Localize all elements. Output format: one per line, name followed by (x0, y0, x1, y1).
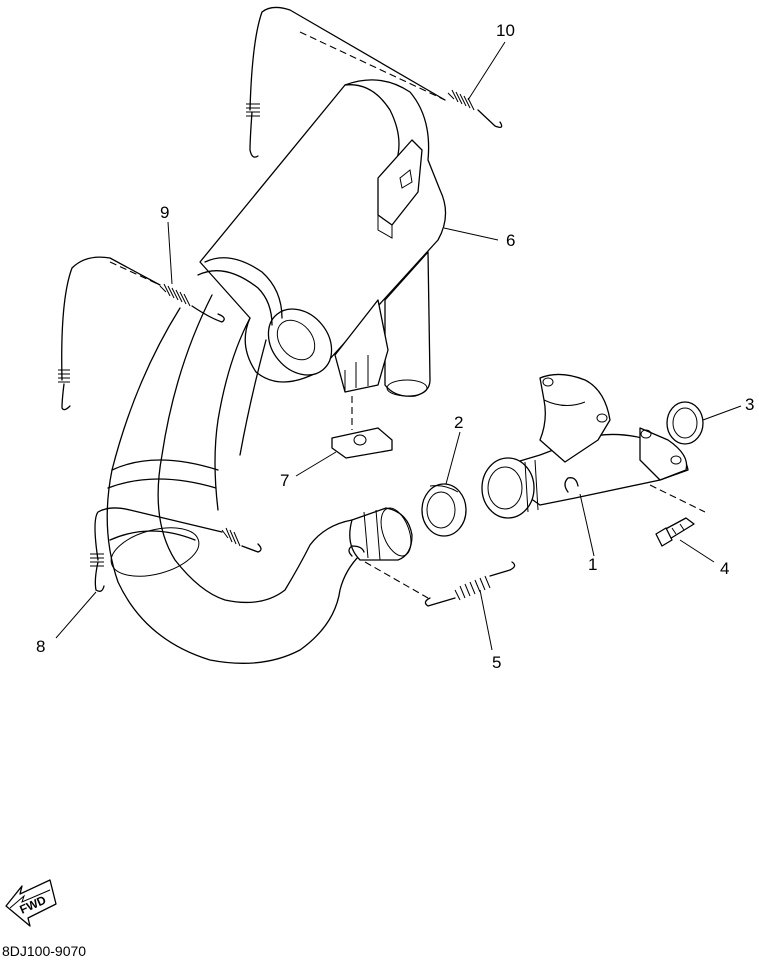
callout-9: 9 (160, 203, 169, 222)
spring-part-10[interactable] (246, 6, 503, 158)
damper-part-7[interactable] (331, 396, 393, 459)
gasket-part-2[interactable] (421, 483, 467, 537)
callout-6: 6 (506, 231, 515, 250)
callout-labels: 1 2 3 4 5 6 7 8 9 10 (36, 21, 754, 672)
gasket-part-3[interactable] (666, 401, 704, 445)
callout-3: 3 (745, 395, 754, 414)
callout-1: 1 (588, 555, 597, 574)
diagram-code: 8DJ100-9070 (2, 943, 86, 959)
exhaust-pipe[interactable] (106, 294, 417, 664)
fwd-arrow-icon: FWD (5, 879, 57, 927)
callout-2: 2 (454, 413, 463, 432)
callout-4: 4 (720, 559, 729, 578)
callout-7: 7 (280, 471, 289, 490)
leader-lines (55, 41, 742, 651)
callout-5: 5 (492, 653, 501, 672)
spring-part-5[interactable] (348, 545, 516, 607)
exhaust-manifold-part-1[interactable] (481, 373, 706, 519)
bolt-part-4[interactable] (655, 517, 695, 547)
callout-10: 10 (496, 21, 515, 40)
spring-part-8[interactable] (90, 507, 262, 592)
callout-8: 8 (36, 637, 45, 656)
spring-part-9[interactable] (58, 256, 225, 411)
muffler-part-6[interactable] (197, 79, 447, 397)
